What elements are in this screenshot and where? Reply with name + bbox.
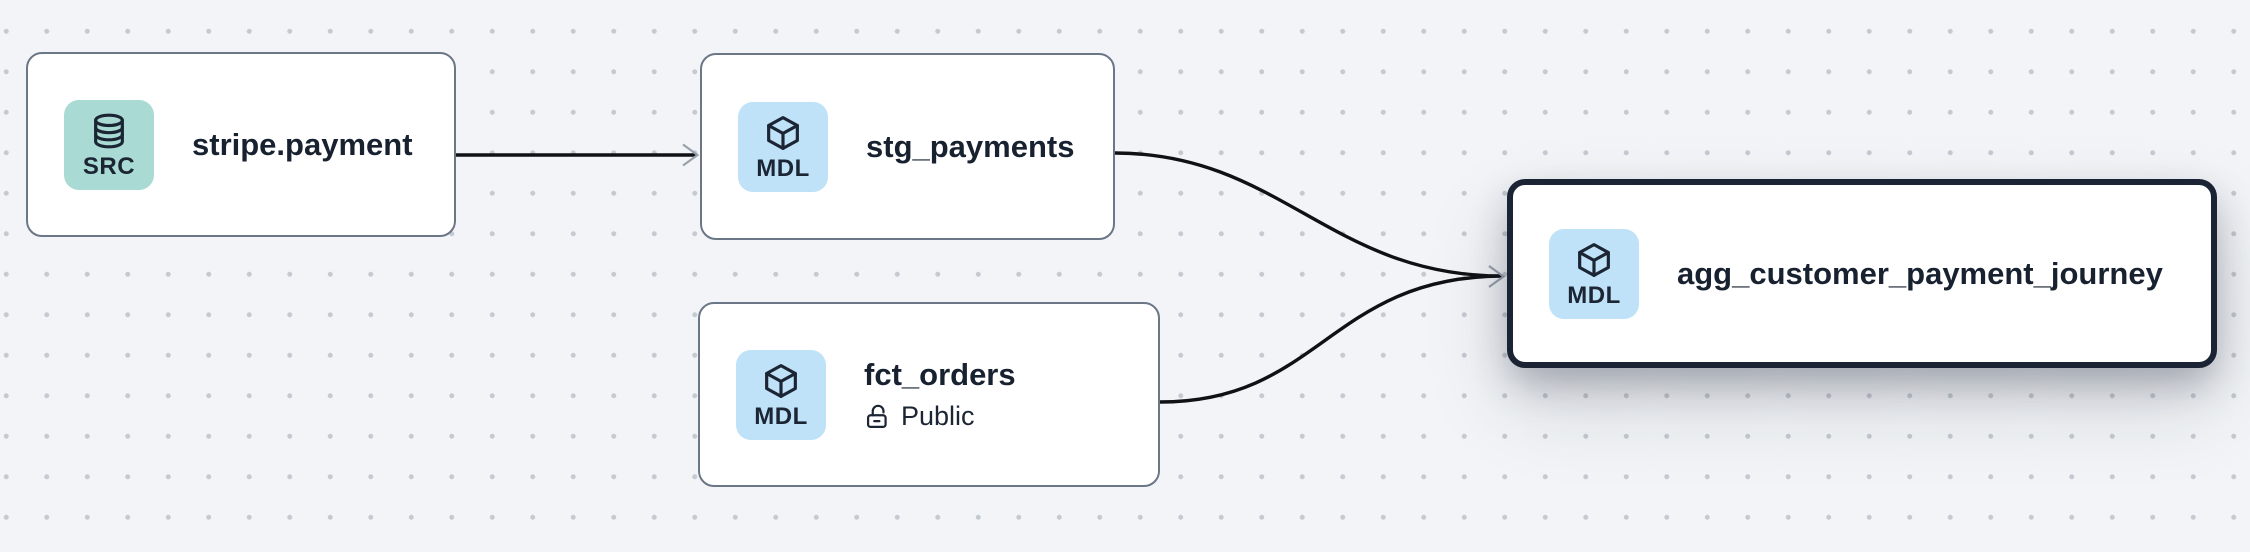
lineage-node-stg-payments[interactable]: MDL stg_payments bbox=[700, 53, 1115, 240]
node-title: agg_customer_payment_journey bbox=[1677, 255, 2163, 291]
node-title: fct_orders bbox=[864, 357, 1016, 393]
badge-label: SRC bbox=[82, 152, 136, 180]
model-type-badge: MDL bbox=[1549, 228, 1639, 319]
edge-stg-payments-to-agg-customer-payment-journey[interactable] bbox=[1114, 151, 1503, 278]
cube-icon bbox=[1578, 242, 1610, 277]
node-title: stg_payments bbox=[866, 128, 1075, 164]
access-label: Public bbox=[901, 401, 975, 432]
access-badge: Public bbox=[864, 400, 1016, 432]
arrowhead-icon bbox=[1488, 265, 1506, 288]
badge-label: MDL bbox=[754, 402, 808, 430]
arrowhead-icon bbox=[682, 143, 700, 167]
source-type-badge: SRC bbox=[64, 99, 154, 190]
database-icon bbox=[94, 113, 124, 148]
edge-fct-orders-to-agg-customer-payment-journey[interactable] bbox=[1159, 274, 1503, 404]
cube-icon bbox=[765, 363, 797, 398]
model-type-badge: MDL bbox=[736, 349, 826, 440]
lineage-node-agg-customer-payment-journey[interactable]: MDL agg_customer_payment_journey bbox=[1507, 179, 2217, 368]
badge-label: MDL bbox=[1567, 281, 1621, 309]
lock-open-icon bbox=[866, 404, 887, 428]
node-title: stripe.payment bbox=[192, 126, 413, 162]
cube-icon bbox=[767, 115, 799, 150]
model-type-badge: MDL bbox=[738, 101, 828, 192]
lineage-node-fct-orders[interactable]: MDL fct_orders Public bbox=[698, 302, 1160, 487]
lineage-node-stripe-payment[interactable]: SRC stripe.payment bbox=[26, 52, 456, 237]
badge-label: MDL bbox=[756, 154, 810, 182]
